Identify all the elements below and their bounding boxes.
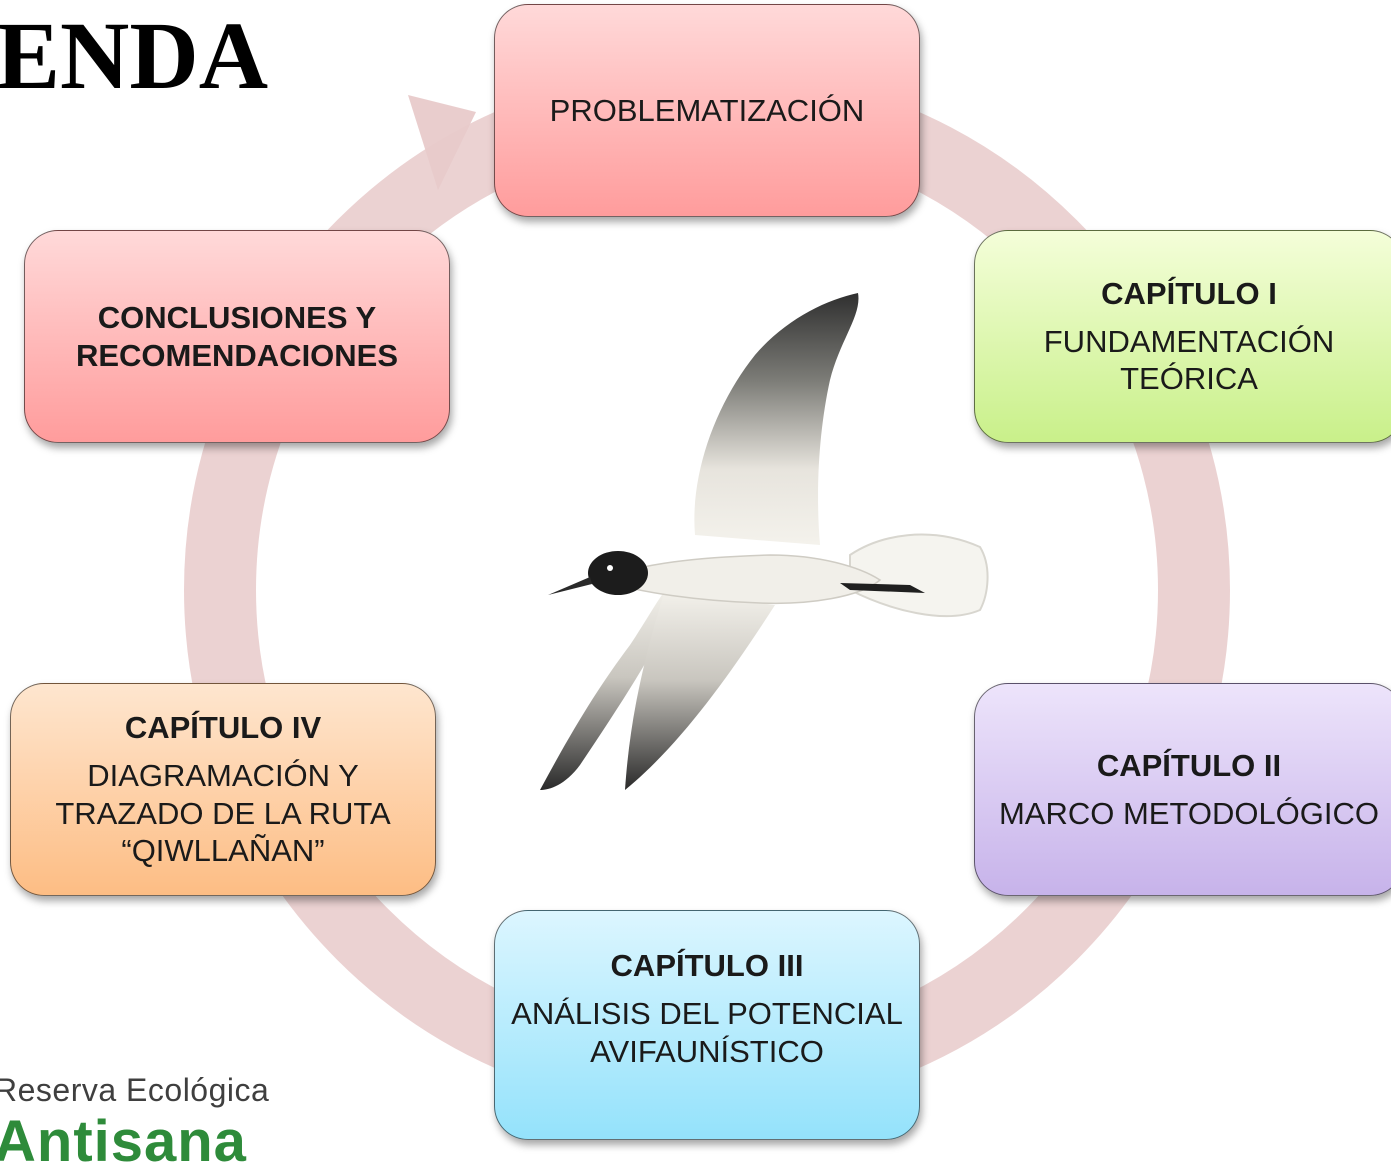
cap1-line-2: TEÓRICA [1120, 361, 1258, 397]
cap3-line-2: AVIFAUNÍSTICO [590, 1033, 824, 1069]
box-problematizacion: PROBLEMATIZACIÓN [494, 4, 920, 217]
cap4-heading: CAPÍTULO IV [124, 709, 322, 745]
conclusions-line-2: RECOMENDACIONES [75, 337, 399, 373]
cycle-arrow-head [408, 95, 476, 190]
conclusions-line-1: CONCLUSIONES Y [97, 299, 377, 335]
logo-line-1: Reserva Ecológica [0, 1072, 270, 1108]
cap4-line-2: TRAZADO DE LA RUTA [55, 795, 391, 831]
seagull-image [540, 293, 989, 790]
logo-line-2: Antisana [0, 1109, 247, 1174]
box-capitulo-4: CAPÍTULO IV DIAGRAMACIÓN Y TRAZADO DE LA… [10, 683, 436, 896]
page-title: ENDA [0, 2, 269, 109]
box-conclusiones: CONCLUSIONES Y RECOMENDACIONES [24, 230, 450, 443]
box-capitulo-3: CAPÍTULO III ANÁLISIS DEL POTENCIAL AVIF… [494, 910, 920, 1140]
cap3-line-1: ANÁLISIS DEL POTENCIAL [511, 995, 903, 1031]
cap2-heading: CAPÍTULO II [1096, 747, 1282, 783]
cap4-line-3: “QIWLLAÑAN” [121, 833, 325, 869]
box-capitulo-2: CAPÍTULO II MARCO METODOLÓGICO [974, 683, 1391, 896]
cap1-heading: CAPÍTULO I [1101, 275, 1277, 311]
reserva-antisana-logo: Reserva Ecológica Antisana [0, 1072, 270, 1174]
cap1-line-1: FUNDAMENTACIÓN [1043, 323, 1335, 359]
box-capitulo-1: CAPÍTULO I FUNDAMENTACIÓN TEÓRICA [974, 230, 1391, 443]
problem-label: PROBLEMATIZACIÓN [549, 92, 865, 128]
cap2-line-1: MARCO METODOLÓGICO [998, 795, 1380, 831]
cap3-heading: CAPÍTULO III [610, 948, 804, 983]
cap4-line-1: DIAGRAMACIÓN Y [87, 757, 359, 793]
